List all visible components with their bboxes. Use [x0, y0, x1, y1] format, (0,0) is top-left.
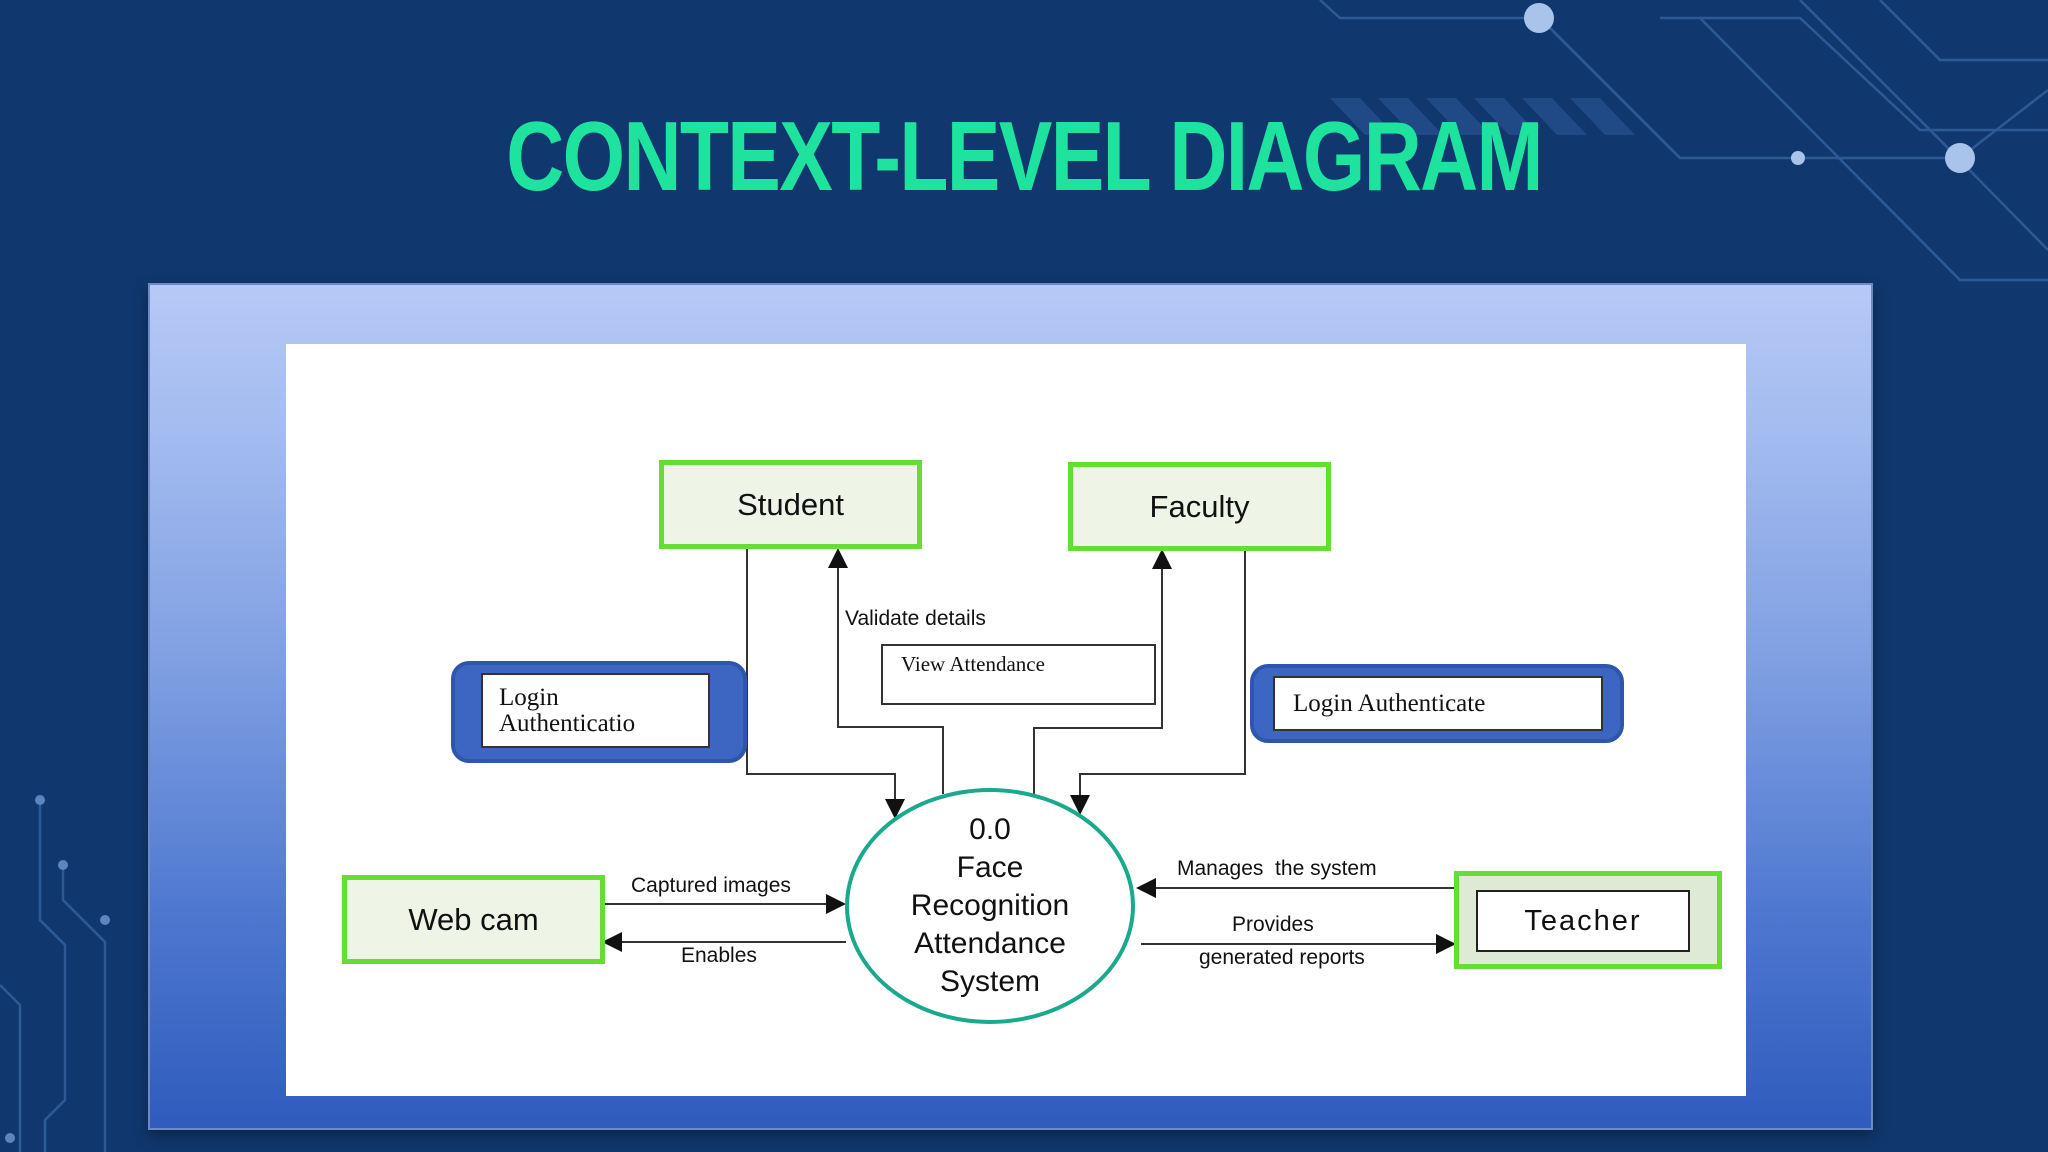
entity-faculty-label: Faculty [1149, 488, 1250, 524]
entity-webcam: Web cam [342, 875, 605, 964]
flow-label-provides: Provides [1232, 913, 1314, 936]
flow-label-generated-reports: generated reports [1199, 946, 1365, 969]
flow-label-manages-system: Manages the system [1177, 857, 1377, 880]
process-line-4: System [939, 965, 1041, 998]
process-line-2: Recognition [910, 889, 1070, 922]
entity-webcam-label: Web cam [408, 901, 539, 937]
flow-label-validate-details: Validate details [845, 607, 986, 630]
flow-label-enables: Enables [681, 944, 757, 967]
process-number: 0.0 [969, 813, 1011, 846]
flow-label-captured-images: Captured images [631, 874, 791, 897]
entity-faculty: Faculty [1068, 462, 1331, 551]
process-line-1: Face [956, 851, 1024, 884]
login-note-right-label: Login Authenticate [1293, 689, 1486, 717]
login-note-left-line2: Authenticatio [499, 709, 636, 737]
entity-teacher-label: Teacher [1524, 904, 1642, 937]
view-attendance-label: View Attendance [901, 652, 1045, 676]
entity-student-label: Student [737, 486, 844, 522]
process-face-recognition: 0.0 Face Recognition Attendance System [845, 788, 1135, 1024]
login-note-left-line1: Login [499, 683, 559, 711]
view-attendance-note: View Attendance [881, 644, 1156, 705]
entity-teacher-box: Teacher [1476, 890, 1690, 952]
login-note-left-box: Login Authenticatio [481, 673, 710, 748]
login-note-right-box: Login Authenticate [1273, 676, 1603, 731]
slide-title: CONTEXT-LEVEL DIAGRAM [506, 101, 1543, 211]
entity-student: Student [659, 460, 922, 549]
process-line-3: Attendance [914, 927, 1066, 960]
